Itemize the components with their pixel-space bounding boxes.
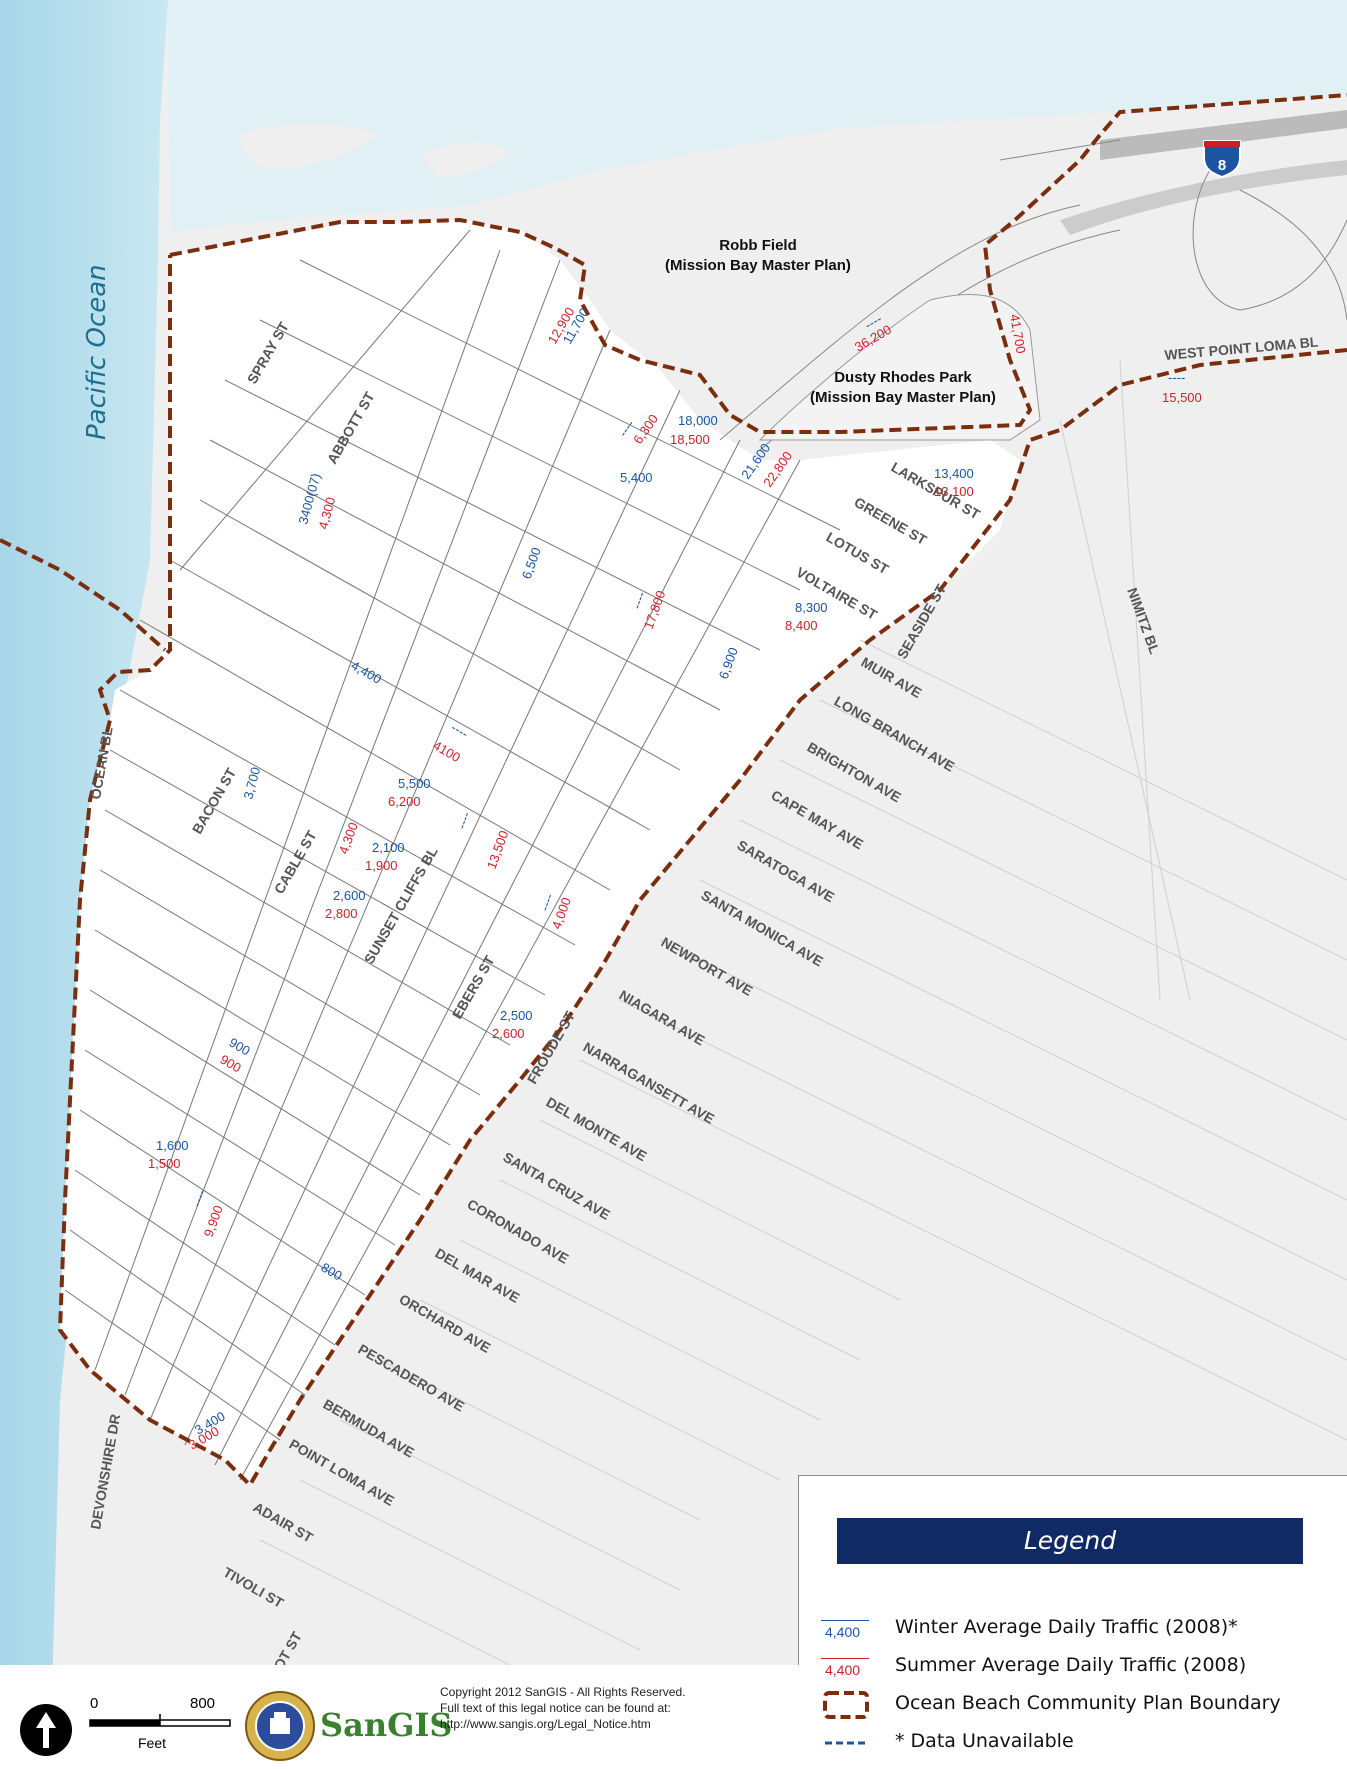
city-seal-icon: [244, 1690, 316, 1762]
dusty-rhodes-note: (Mission Bay Master Plan): [810, 389, 996, 406]
traffic-winter: 8,300: [795, 600, 828, 615]
legend-summer-symbol: 4,400: [819, 1652, 873, 1682]
traffic-summer: 41,700: [1007, 313, 1029, 355]
traffic-na: ----: [189, 1188, 209, 1209]
legend-boundary-symbol: [823, 1691, 869, 1719]
traffic-na: ----: [629, 590, 649, 611]
traffic-summer: 15,500: [1162, 390, 1202, 405]
legend-unavailable-label: * Data Unavailable: [895, 1730, 1074, 1752]
copyright-notice: Copyright 2012 SanGIS - All Rights Reser…: [440, 1684, 780, 1732]
traffic-winter: 2,500: [500, 1008, 533, 1023]
traffic-winter: 1,600: [156, 1138, 189, 1153]
ocean-label: Pacific Ocean: [82, 264, 112, 440]
boundary-south: [57, 255, 1347, 1489]
traffic-winter: 18,000: [678, 413, 718, 428]
legend-row-unavailable: * Data Unavailable: [819, 1728, 1339, 1758]
traffic-winter: 2,600: [333, 888, 366, 903]
traffic-winter: 2,100: [372, 840, 405, 855]
traffic-summer: 18,500: [670, 432, 710, 447]
channel-island: [420, 143, 510, 178]
traffic-winter: 5,400: [620, 470, 653, 485]
robb-field-note: (Mission Bay Master Plan): [665, 257, 851, 274]
traffic-na: ----: [454, 810, 474, 831]
legend-panel: Legend 4,400 Winter Average Daily Traffi…: [798, 1475, 1347, 1769]
traffic-summer: 6,200: [388, 794, 421, 809]
traffic-na: ----: [537, 892, 557, 913]
footer-panel: [0, 1665, 800, 1769]
robb-field-label: Robb Field: [719, 237, 797, 254]
channel-island: [240, 123, 380, 170]
legend-summer-sample: 4,400: [825, 1662, 861, 1678]
freeway-ramp: [1060, 160, 1347, 235]
copyright-line-1: Copyright 2012 SanGIS - All Rights Reser…: [440, 1685, 686, 1699]
scale-bar: 0 800 Feet: [88, 1692, 238, 1762]
copyright-link[interactable]: http://www.sangis.org/Legal_Notice.htm: [440, 1717, 651, 1731]
interstate-8-shield: 8: [1203, 140, 1241, 179]
legend-winter-line: [821, 1620, 869, 1621]
traffic-winter: 5,500: [398, 776, 431, 791]
community-area: [60, 220, 1020, 1485]
traffic-summer: 1,900: [365, 858, 398, 873]
legend-unavailable-symbol: [825, 1741, 867, 1745]
legend-boundary-label: Ocean Beach Community Plan Boundary: [895, 1692, 1281, 1714]
traffic-summer: 2,600: [492, 1026, 525, 1041]
dusty-rhodes-label: Dusty Rhodes Park: [834, 369, 972, 386]
scale-max: 800: [190, 1695, 215, 1712]
legend-title: Legend: [837, 1518, 1303, 1564]
legend-row-boundary: Ocean Beach Community Plan Boundary: [819, 1690, 1339, 1720]
boundary-north: [169, 93, 1347, 434]
copyright-line-2: Full text of this legal notice can be fo…: [440, 1701, 671, 1715]
legend-summer-line: [821, 1658, 869, 1659]
scale-zero: 0: [90, 1695, 98, 1712]
legend-row-winter: 4,400 Winter Average Daily Traffic (2008…: [819, 1614, 1339, 1644]
dusty-rhodes-area: [758, 293, 1041, 441]
traffic-winter: 13,400: [934, 466, 974, 481]
north-arrow-icon: [20, 1704, 72, 1756]
legend-winter-symbol: 4,400: [819, 1614, 873, 1644]
traffic-summer: 13,100: [934, 484, 974, 499]
traffic-na: ----: [1168, 370, 1185, 385]
street-grid: [64, 229, 841, 1481]
boundary-offshore: [0, 538, 167, 652]
freeway: [1100, 110, 1347, 160]
traffic-summer: 2,800: [325, 906, 358, 921]
legend-winter-label: Winter Average Daily Traffic (2008)*: [895, 1616, 1238, 1638]
legend-winter-sample: 4,400: [825, 1624, 861, 1640]
scale-unit: Feet: [138, 1735, 166, 1751]
traffic-summer: 8,400: [785, 618, 818, 633]
legend-row-summer: 4,400 Summer Average Daily Traffic (2008…: [819, 1652, 1339, 1682]
traffic-summer: 1,500: [148, 1156, 181, 1171]
legend-summer-label: Summer Average Daily Traffic (2008): [895, 1654, 1247, 1676]
interstate-number: 8: [1218, 157, 1226, 174]
sangis-logo: SanGIS: [320, 1706, 453, 1744]
